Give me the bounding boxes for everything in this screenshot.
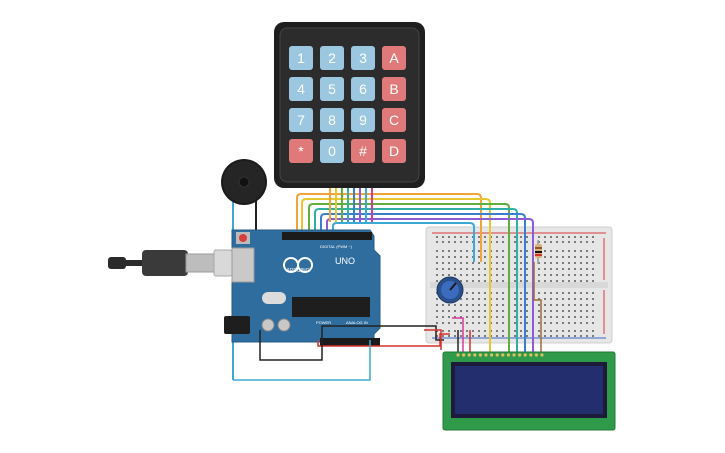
keypad-key-label: 2 xyxy=(328,50,336,66)
keypad-key-label: A xyxy=(389,50,399,66)
keypad-key-label: * xyxy=(298,143,304,159)
keypad-key-label: B xyxy=(389,81,398,97)
keypad-key[interactable]: A xyxy=(382,46,406,70)
keypad-key-label: 5 xyxy=(328,81,336,97)
wire-teal xyxy=(314,208,518,353)
wire-purple xyxy=(326,218,534,353)
keypad-key-label: 7 xyxy=(297,112,305,128)
keypad-key[interactable]: 6 xyxy=(351,77,375,101)
breadboard[interactable] xyxy=(425,226,613,344)
keypad-key-label: 6 xyxy=(359,81,367,97)
board-wires xyxy=(233,262,542,381)
keypad-key-label: 8 xyxy=(328,112,336,128)
keypad-key[interactable]: C xyxy=(382,108,406,132)
lcd-pin-header xyxy=(456,353,544,357)
keypad-key[interactable]: 9 xyxy=(351,108,375,132)
keypad-key[interactable]: # xyxy=(351,139,375,163)
keypad-key[interactable]: 4 xyxy=(289,77,313,101)
keypad-key[interactable]: 1 xyxy=(289,46,313,70)
resistor[interactable] xyxy=(535,240,542,264)
usb-cable xyxy=(108,249,233,277)
wire-black-2 xyxy=(259,330,323,361)
keypad-key-label: 9 xyxy=(359,112,367,128)
wire-cyan-2 xyxy=(233,340,371,381)
keypad-key-label: D xyxy=(389,143,399,159)
power-pins-label: POWER xyxy=(316,320,331,325)
digital-pins-label: DIGITAL (PWM ~) xyxy=(320,244,353,249)
keypad-key-label: 3 xyxy=(359,50,367,66)
lcd-16x2-display[interactable] xyxy=(442,351,616,431)
wire-orange xyxy=(296,193,482,262)
wire-yellow xyxy=(301,198,491,353)
arduino-uno-board[interactable]: ARDUINO UNO DIGITAL (PWM ~) POWER ANALOG… xyxy=(224,229,381,346)
keypad-key[interactable]: 7 xyxy=(289,108,313,132)
keypad-keys: 1 2 3 A 4 5 6 B 7 8 9 C * 0 # D xyxy=(289,46,406,163)
keypad-key[interactable]: 5 xyxy=(320,77,344,101)
keypad-key[interactable]: * xyxy=(289,139,313,163)
wire-blue xyxy=(320,213,526,353)
keypad-key[interactable]: 3 xyxy=(351,46,375,70)
keypad-key[interactable]: D xyxy=(382,139,406,163)
wire-pink xyxy=(452,317,464,353)
keypad-wires xyxy=(296,193,534,353)
wire-brown xyxy=(533,262,542,353)
keypad-key-label: 4 xyxy=(297,81,305,97)
keypad-key[interactable]: B xyxy=(382,77,406,101)
piezo-buzzer[interactable] xyxy=(221,159,267,380)
keypad-key-label: 0 xyxy=(328,143,336,159)
wire-green xyxy=(308,203,510,353)
potentiometer[interactable] xyxy=(436,276,464,304)
arduino-logo-text: ARDUINO xyxy=(286,268,309,274)
analog-pins-label: ANALOG IN xyxy=(346,320,368,325)
wire-black xyxy=(321,325,444,341)
keypad[interactable]: 1 2 3 A 4 5 6 B 7 8 9 C * 0 # D xyxy=(274,22,425,188)
keypad-ribbon xyxy=(329,186,373,222)
arduino-model-label: UNO xyxy=(335,256,355,266)
keypad-key[interactable]: 0 xyxy=(320,139,344,163)
keypad-key-label: 1 xyxy=(297,50,305,66)
keypad-key-label: C xyxy=(389,112,399,128)
keypad-key[interactable]: 2 xyxy=(320,46,344,70)
keypad-key[interactable]: 8 xyxy=(320,108,344,132)
keypad-key-label: # xyxy=(359,143,367,159)
wire-cyan xyxy=(332,222,475,262)
wire-red-2 xyxy=(424,329,442,350)
